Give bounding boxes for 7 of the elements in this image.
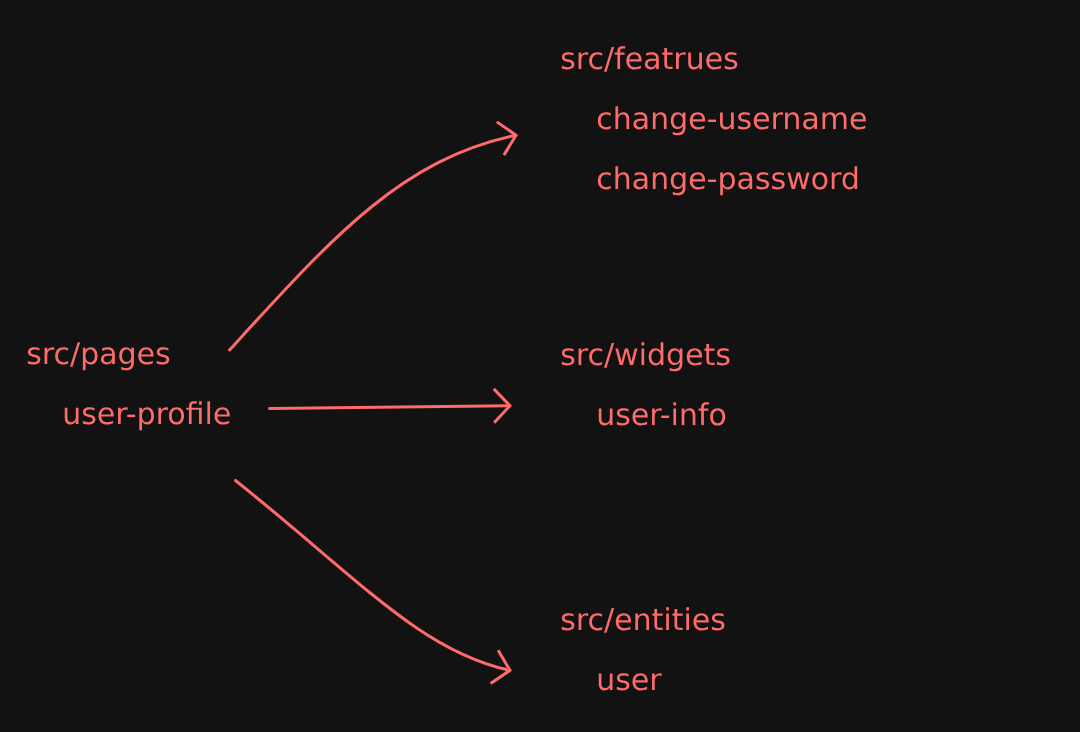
- folder-text: src/featrues change-username change-password: [561, 46, 866, 196]
- folder-text: src/widgets user-info: [561, 342, 730, 426]
- arrow: [234, 479, 512, 685]
- arrow: [228, 120, 518, 352]
- folder-text: src/entities user: [561, 607, 725, 691]
- arrow: [268, 387, 512, 424]
- folder-text: src/pages user-profile: [27, 342, 230, 431]
